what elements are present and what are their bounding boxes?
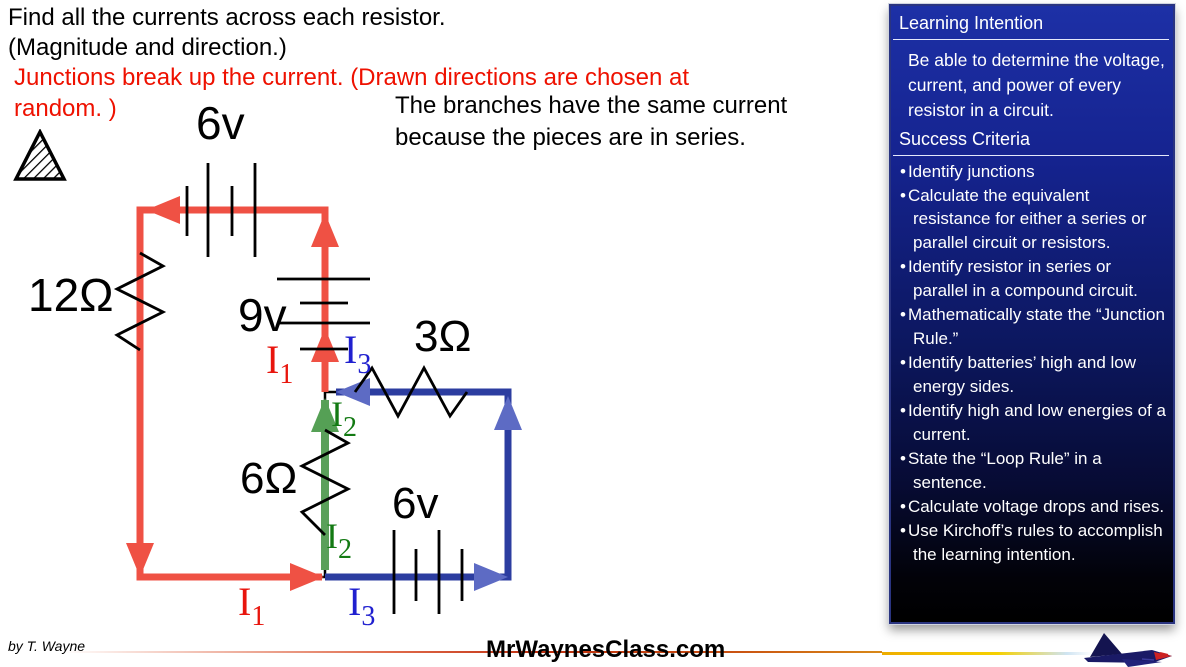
red-note-line-1: Junctions break up the current. (Drawn d… [14,64,690,91]
criteria-item: Identify high and low energies of a curr… [900,399,1169,447]
battery-bottom-label: 6v [392,479,439,528]
title-line-2: (Magnitude and direction.) [8,34,287,61]
criteria-item: Mathematically state the “Junction Rule.… [900,303,1169,351]
criteria-item: Use Kirchoff’s rules to accomplish the l… [900,519,1169,567]
criteria-item: Calculate voltage drops and rises. [900,495,1169,519]
criteria-item: Identify batteries’ high and low energy … [900,351,1169,399]
circuit-wires [138,208,510,579]
jet-icon [1084,633,1172,667]
criteria-item: State the “Loop Rule” in a sentence. [900,447,1169,495]
criteria-rule [893,154,1169,156]
current-label-i2-bottom: I2 [326,516,352,565]
criteria-item: Identify junctions [900,160,1169,184]
author-credit: by T. Wayne [8,638,86,654]
footer-accent-line-yellow [882,652,1092,655]
footer-accent-line-red [60,651,882,653]
current-label-i3-top: I3 [344,327,372,380]
criteria-item: Identify resistor in series or parallel … [900,255,1169,303]
red-note-line-2: random. ) [14,95,117,122]
resistor-left-label: 12Ω [28,269,114,321]
current-label-i3-bottom: I3 [348,579,376,632]
battery-6v-bottom [392,530,464,614]
title-rule [893,39,1169,40]
battery-top-label: 6v [196,97,245,149]
resistor-mid-label: 6Ω [240,454,298,503]
series-note-line-2: because the pieces are in series. [395,124,746,151]
current-path-i1 [136,206,329,581]
current-label-i2-top: I2 [331,394,357,443]
battery-6v-top [185,163,257,257]
resistor-right-label: 3Ω [414,312,472,361]
arrowheads-i1 [126,196,339,591]
success-criteria-title: Success Criteria [899,128,1031,149]
sidebar-panel: Learning Intention Be able to determine … [889,4,1175,624]
battery-mid-label: 9v [238,289,287,341]
resistor-12ohm [113,251,167,352]
success-criteria-list: Identify junctions Calculate the equival… [891,160,1173,567]
series-note-line-1: The branches have the same current [395,92,788,119]
current-label-i1-top: I1 [266,337,294,390]
learning-intention-title: Learning Intention [899,13,1044,33]
website-label: MrWaynesClass.com [486,636,726,663]
criteria-item: Calculate the equivalent resistance for … [900,184,1169,256]
title-line-1: Find all the currents across each resist… [8,4,446,31]
hatched-triangle-icon [13,129,67,181]
learning-intention-body: Be able to determine the voltage, curren… [908,50,1165,120]
current-label-i1-bottom: I1 [238,579,266,632]
resistor-3ohm [353,365,469,419]
